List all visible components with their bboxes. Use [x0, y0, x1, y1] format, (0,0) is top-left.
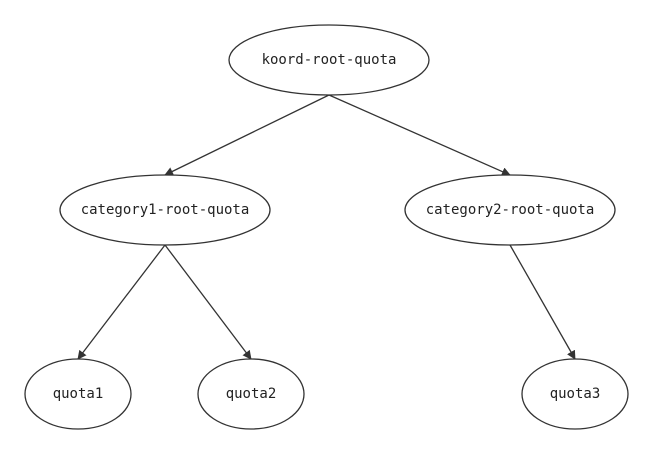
node-ellipse	[24, 358, 132, 430]
node-quota3: quota3	[521, 358, 629, 430]
node-category2-root-quota: category2-root-quota	[404, 174, 616, 246]
node-label: quota3	[550, 386, 601, 402]
node-label: quota2	[226, 386, 277, 402]
node-quota1: quota1	[24, 358, 132, 430]
edge-category1-to-quota2	[164, 244, 252, 360]
node-ellipse	[228, 24, 430, 96]
node-koord-root-quota: koord-root-quota	[228, 24, 430, 96]
edge-root-to-category1	[164, 94, 330, 176]
edge-category1-to-quota1	[77, 244, 166, 360]
node-ellipse	[521, 358, 629, 430]
edge-category2-to-quota3	[509, 244, 576, 360]
node-label: quota1	[53, 386, 104, 402]
node-label: category1-root-quota	[81, 202, 250, 218]
node-quota2: quota2	[197, 358, 305, 430]
node-ellipse	[197, 358, 305, 430]
node-category1-root-quota: category1-root-quota	[59, 174, 271, 246]
node-label: koord-root-quota	[262, 52, 397, 68]
edge-root-to-category2	[328, 94, 511, 176]
node-ellipse	[59, 174, 271, 246]
node-ellipse	[404, 174, 616, 246]
edges	[77, 94, 576, 360]
node-label: category2-root-quota	[426, 202, 595, 218]
